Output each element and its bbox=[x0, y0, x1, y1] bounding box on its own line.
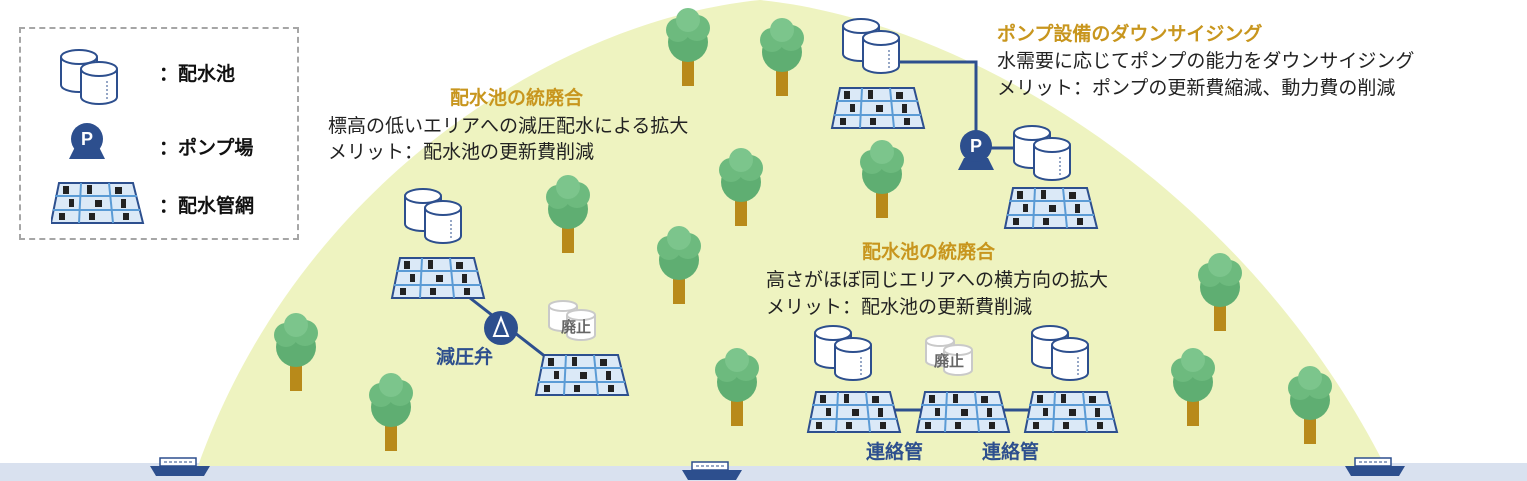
left-block-title: 配水池の統廃合 bbox=[450, 87, 584, 109]
reservoir-icon bbox=[51, 47, 123, 107]
middle-right-block-line1: 高さがほぼ同じエリアへの横方向の拡大 bbox=[766, 269, 1109, 291]
pressure-valve-label: 減圧弁 bbox=[436, 346, 494, 368]
legend-network-label: ：配水管網 bbox=[159, 195, 255, 217]
network-icon bbox=[1024, 391, 1118, 433]
pump-icon: P bbox=[69, 123, 105, 159]
network-icon bbox=[391, 257, 485, 299]
legend-row-pump: P ：ポンプ場 bbox=[21, 121, 297, 171]
top-right-block-title: ポンプ設備のダウンサイジング bbox=[997, 23, 1263, 45]
abolished-label: 廃止 bbox=[934, 352, 965, 370]
top-right-block-line2: メリット：ポンプの更新費縮減、動力費の削減 bbox=[997, 77, 1396, 99]
network-icon bbox=[51, 182, 144, 224]
legend-pump-label: ：ポンプ場 bbox=[159, 137, 254, 159]
top-right-block-line1: 水需要に応じてポンプの能力をダウンサイジング bbox=[997, 50, 1415, 72]
network-icon bbox=[807, 391, 901, 433]
network-icon bbox=[831, 87, 925, 129]
legend-row-reservoir: ：配水池 bbox=[21, 47, 297, 97]
connection-pipe-label: 連絡管 bbox=[982, 441, 1040, 463]
left-block-line1: 標高の低いエリアへの減圧配水による拡大 bbox=[328, 115, 689, 137]
pressure-valve-icon bbox=[484, 311, 518, 345]
middle-right-block-line2: メリット：配水池の更新費削減 bbox=[766, 296, 1033, 318]
network-icon bbox=[916, 391, 1010, 433]
pump-letter: P bbox=[81, 129, 93, 149]
legend: ：配水池 P ：ポンプ場 ：配水管網 bbox=[19, 27, 299, 240]
left-block-line2: メリット：配水池の更新費削減 bbox=[328, 141, 595, 163]
legend-row-network: ：配水管網 bbox=[21, 179, 297, 229]
network-icon bbox=[535, 354, 629, 396]
hill bbox=[198, 0, 1385, 466]
water-strip bbox=[0, 463, 1527, 481]
legend-reservoir-label: ：配水池 bbox=[159, 63, 236, 85]
connection-pipe-label: 連絡管 bbox=[866, 441, 924, 463]
pump-pipe bbox=[893, 60, 978, 140]
abolished-label: 廃止 bbox=[561, 318, 592, 336]
network-icon bbox=[1004, 187, 1098, 229]
middle-right-block-title: 配水池の統廃合 bbox=[862, 241, 996, 263]
